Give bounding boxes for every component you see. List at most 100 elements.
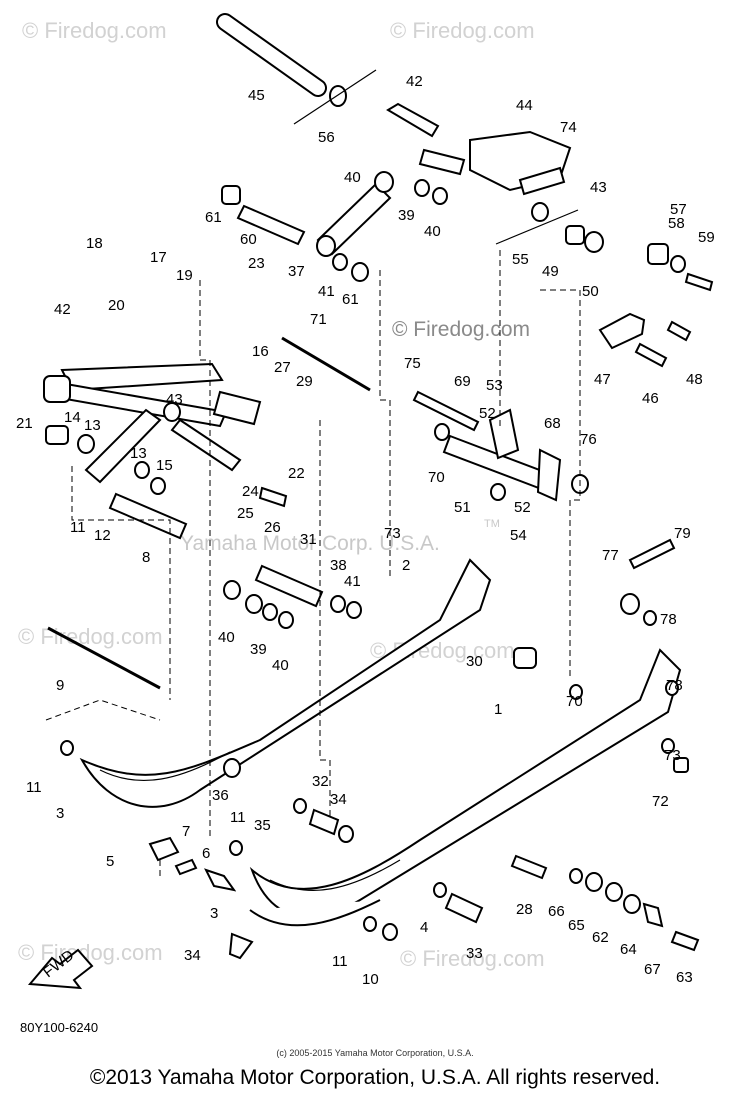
callout-40: 40: [218, 629, 235, 646]
part-5-bumper: [148, 836, 180, 862]
callout-64: 64: [620, 941, 637, 958]
callout-9: 9: [56, 677, 64, 694]
watermark-trademark: Yamaha Motor Corp. U.S.A.: [180, 532, 440, 555]
callout-30: 30: [466, 653, 483, 670]
callout-52: 52: [514, 499, 531, 516]
callout-67: 67: [644, 961, 661, 978]
callout-6: 6: [202, 845, 210, 862]
watermark-bottom-left: © Firedog.com: [18, 940, 163, 965]
watermark-mid-right: © Firedog.com: [392, 318, 531, 341]
callout-29: 29: [296, 373, 313, 390]
callout-61: 61: [342, 291, 359, 308]
callout-28: 28: [516, 901, 533, 918]
callout-35: 35: [254, 817, 271, 834]
diagram-parts: [43, 13, 714, 960]
callout-78: 78: [666, 677, 683, 694]
callout-63: 63: [676, 969, 693, 986]
callout-1: 1: [494, 701, 502, 718]
callout-39: 39: [250, 641, 267, 658]
callout-26: 26: [264, 519, 281, 536]
callout-52: 52: [479, 405, 496, 422]
part-12-link: [84, 408, 162, 484]
callout-40: 40: [344, 169, 361, 186]
part-45-shaft: [216, 13, 327, 97]
callout-31: 31: [300, 531, 317, 548]
callout-42: 42: [406, 73, 423, 90]
callout-32: 32: [312, 773, 329, 790]
callout-11: 11: [26, 779, 42, 796]
copyright-small: (c) 2005-2015 Yamaha Motor Corporation, …: [276, 1048, 474, 1058]
callout-40: 40: [424, 223, 441, 240]
callout-25: 25: [237, 505, 254, 522]
callout-60: 60: [240, 231, 257, 248]
callout-75: 75: [404, 355, 421, 372]
callout-11: 11: [230, 809, 246, 826]
part-8-shaft: [108, 492, 188, 540]
callout-41: 41: [318, 283, 335, 300]
callout-15: 15: [156, 457, 173, 474]
callout-49: 49: [542, 263, 559, 280]
watermark-top-right: © Firedog.com: [390, 18, 535, 43]
callout-42: 42: [54, 301, 71, 318]
callout-4: 4: [420, 919, 428, 936]
callout-27: 27: [274, 359, 291, 376]
part-2-left-rail: [79, 558, 492, 808]
callout-57: 57: [670, 201, 687, 218]
part-56-washer: [329, 85, 347, 107]
callout-43: 43: [166, 391, 183, 408]
copyright-notice: ©2013 Yamaha Motor Corporation, U.S.A. A…: [89, 1066, 661, 1089]
callout-51: 51: [454, 499, 471, 516]
callout-73: 73: [664, 747, 681, 764]
callout-59: 59: [698, 229, 715, 246]
callout-18: 18: [86, 235, 103, 252]
part-47-bracket: [598, 312, 646, 350]
callout-66: 66: [548, 903, 565, 920]
callout-54: 54: [510, 527, 527, 544]
callout-46: 46: [642, 390, 659, 407]
part-31-shaft: [254, 564, 324, 608]
part-1-right-rail: [249, 648, 682, 927]
callout-22: 22: [288, 465, 305, 482]
callout-33: 33: [466, 945, 483, 962]
callout-76: 76: [580, 431, 597, 448]
part-69-arm: [434, 408, 589, 502]
callout-61: 61: [205, 209, 222, 226]
callout-3: 3: [56, 805, 64, 822]
callout-44: 44: [516, 97, 533, 114]
callout-72: 72: [652, 793, 669, 810]
watermark-bottom-right: © Firedog.com: [400, 946, 545, 971]
callout-34: 34: [184, 947, 201, 964]
callout-19: 19: [176, 267, 193, 284]
callout-74: 74: [560, 119, 577, 136]
callout-16: 16: [252, 343, 269, 360]
callout-56: 56: [318, 129, 335, 146]
callout-70: 70: [428, 469, 445, 486]
callout-12: 12: [94, 527, 111, 544]
part-42-bolt: [386, 102, 440, 138]
callout-41: 41: [344, 573, 361, 590]
callout-48: 48: [686, 371, 703, 388]
callout-37: 37: [288, 263, 305, 280]
callout-55: 55: [512, 251, 529, 268]
callout-62: 62: [592, 929, 609, 946]
callout-78: 78: [660, 611, 677, 628]
part-16-arm-assembly: [43, 362, 262, 495]
diagram-code: 80Y100-6240: [20, 1020, 99, 1035]
callout-11: 11: [332, 953, 348, 970]
callout-39: 39: [398, 207, 415, 224]
callout-43: 43: [590, 179, 607, 196]
watermark-top-left: © Firedog.com: [22, 18, 167, 43]
part-37-shock-absorber: [316, 171, 448, 282]
callout-45: 45: [248, 87, 265, 104]
callout-58: 58: [668, 215, 685, 232]
callout-34: 34: [330, 791, 347, 808]
callout-24: 24: [242, 483, 259, 500]
part-60-shaft: [236, 204, 306, 246]
watermark-mid-left: © Firedog.com: [18, 624, 163, 649]
callout-40: 40: [272, 657, 289, 674]
callout-13: 13: [84, 417, 101, 434]
part-30-stopper: [513, 647, 537, 669]
callout-10: 10: [362, 971, 379, 988]
